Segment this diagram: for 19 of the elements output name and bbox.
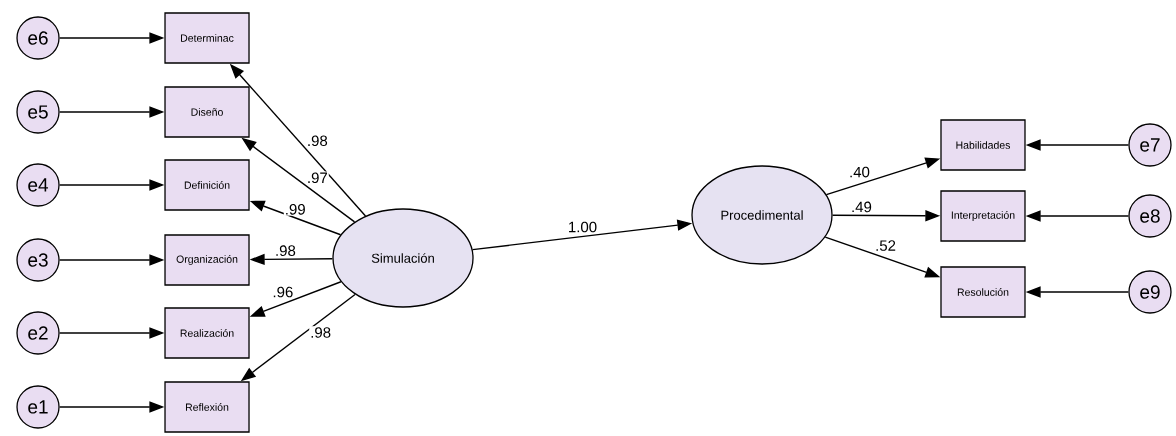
observed-variable-box: Definición (164, 159, 250, 211)
edge-label: 1.00 (566, 220, 599, 234)
edge-label: .98 (309, 326, 333, 339)
observed-variable-box: Realización (164, 307, 250, 359)
observed-variable-box: Diseño (164, 86, 250, 138)
observed-variable-box: Reflexión (164, 381, 250, 433)
edge-label: .49 (850, 200, 873, 214)
edge-label: .97 (305, 171, 329, 185)
edge-label: .98 (274, 244, 297, 257)
edge-label: .96 (271, 285, 295, 299)
observed-variable-box: Determinac (164, 12, 250, 64)
edge-label: .98 (305, 134, 329, 148)
observed-variable-box: Habilidades (940, 119, 1026, 171)
observed-variable-box: Resolución (940, 266, 1026, 318)
edge-label: .52 (874, 239, 897, 252)
observed-variable-box: Interpretación (940, 190, 1026, 242)
edge-label: .40 (848, 165, 871, 179)
observed-variable-box: Organización (164, 234, 250, 286)
edge-label: .99 (283, 203, 307, 216)
